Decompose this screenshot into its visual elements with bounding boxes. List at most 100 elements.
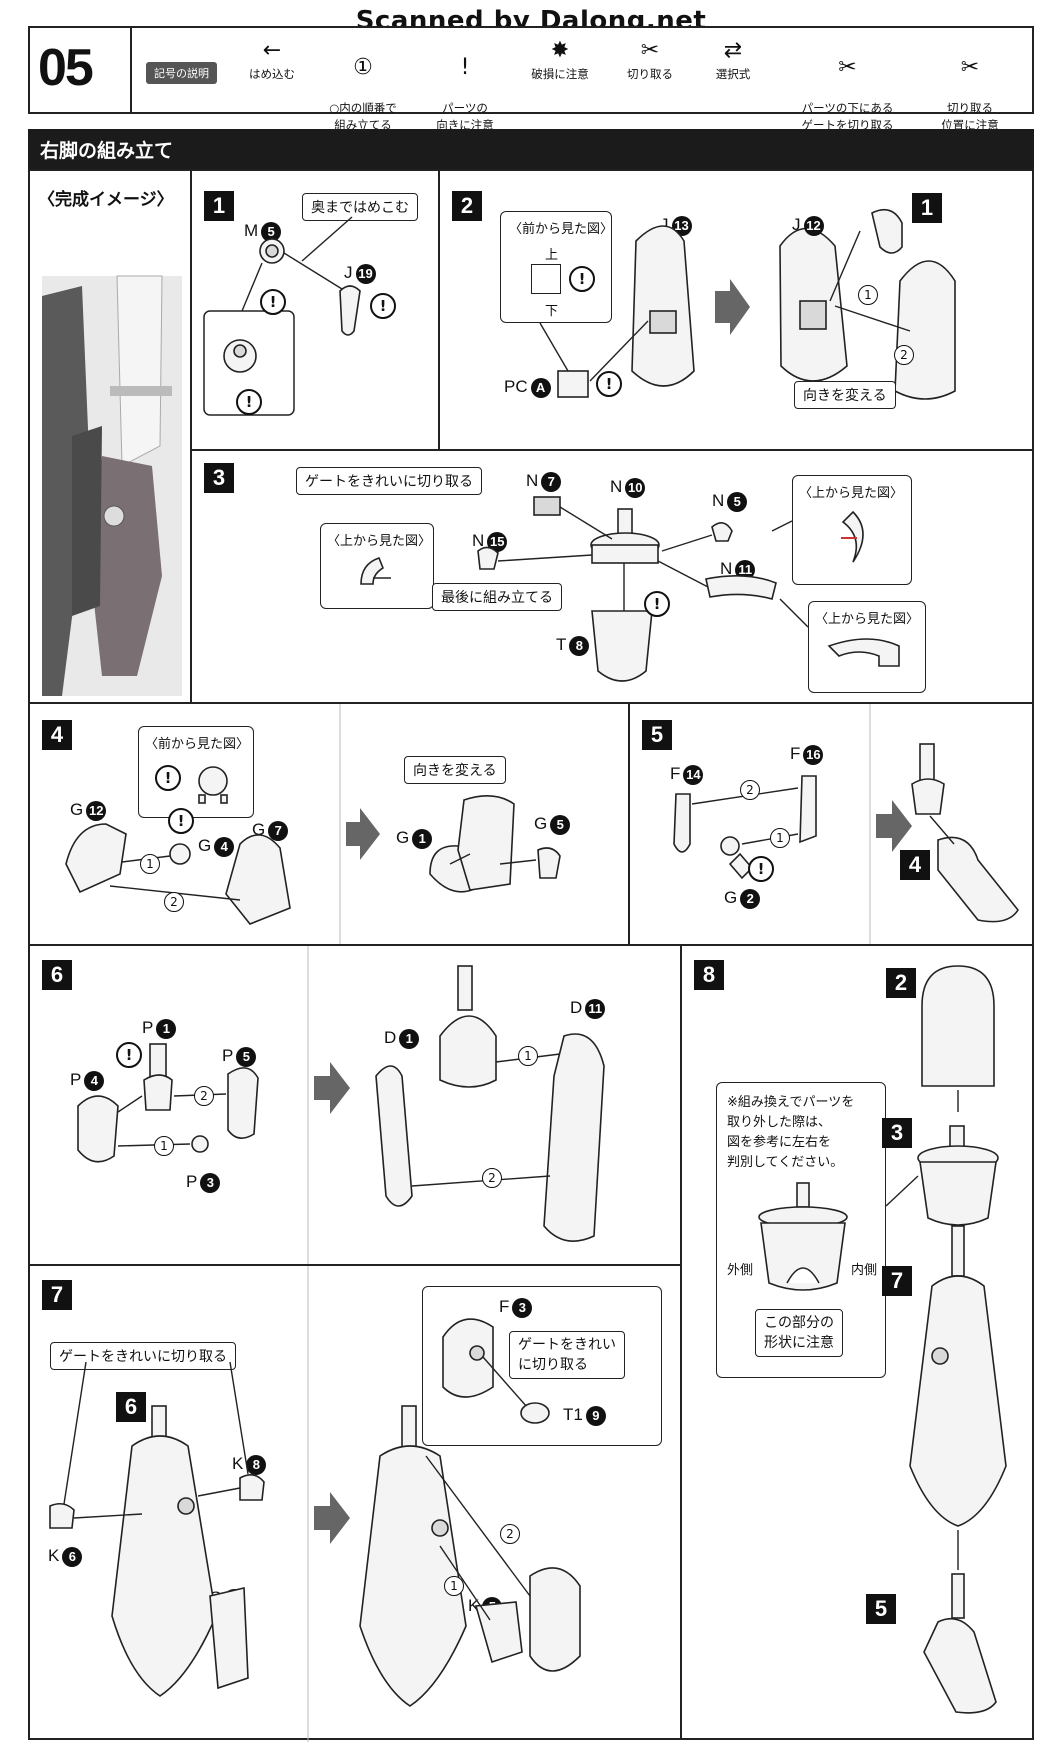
legend-item-select: ⇄ 選択式 [698, 36, 768, 83]
section-header: 右脚の組み立て [28, 129, 1034, 169]
order-marker: 1 [444, 1576, 464, 1596]
assemble-last-callout: 最後に組み立てる [432, 583, 562, 611]
step-number: 4 [42, 720, 72, 750]
legend-divider [130, 28, 132, 112]
front-view-box: 〈前から見た図〉 上 ! 下 [500, 211, 613, 323]
completed-image-panel: 〈完成イメージ〉 [28, 169, 192, 704]
order-marker: 2 [194, 1086, 214, 1106]
shape-caution-callout: この部分の 形状に注意 [755, 1309, 843, 1357]
step-number: 1 [204, 191, 234, 221]
gate-cut-callout: ゲートをきれい に切り取る [509, 1331, 625, 1379]
legend-item-insert: ← はめ込む [242, 36, 302, 83]
legend-item-orientation: ! パーツの 向きに注意 [425, 36, 505, 134]
legend-item-cut: ✂ 切り取る [615, 36, 685, 83]
insert-arrow-icon: ← [262, 38, 282, 63]
cut-position-icon: ✂ [960, 55, 980, 80]
gate-cut-callout: ゲートをきれいに切り取る [50, 1342, 236, 1370]
step-3-diagram [477, 496, 809, 682]
step-3-panel: 3 ゲートをきれいに切り取る 〈上から見た図〉 最後に組み立てる 〈上から見た図… [190, 449, 1034, 704]
step-7-panel: 7 ゲートをきれいに切り取る 6 K8 K6 S6 F3 ゲートをきれい に切り… [28, 1264, 682, 1742]
step-number: 7 [42, 1280, 72, 1310]
warning-icon: ! [370, 293, 396, 319]
reference-number: 7 [882, 1266, 912, 1296]
step-number: 6 [42, 960, 72, 990]
change-direction-callout: 向きを変える [404, 756, 506, 784]
order-marker: 2 [164, 892, 184, 912]
top-view-box: 〈上から見た図〉 [792, 475, 912, 585]
symbol-legend: 05 記号の説明 ← はめ込む ① ○内の順番で 組み立てる ! パーツの 向き… [28, 26, 1034, 132]
pc-part-front [531, 264, 561, 294]
completed-leg-photo [42, 275, 182, 696]
reference-number: 6 [116, 1392, 146, 1422]
order-marker: 2 [482, 1168, 502, 1188]
step-1-diagram [203, 216, 361, 416]
reference-number: 2 [886, 968, 916, 998]
order-marker: 2 [740, 780, 760, 800]
reference-number: 5 [866, 1594, 896, 1624]
warning-icon: ! [116, 1042, 142, 1068]
order-marker: 1 [858, 285, 878, 305]
section-title: 右脚の組み立て [40, 140, 174, 162]
warning-icon: ! [748, 856, 774, 882]
step-8-diagram [885, 965, 1007, 1714]
step-number: 2 [452, 191, 482, 221]
page-step-number: 05 [38, 39, 94, 97]
order-marker: 1 [140, 854, 160, 874]
gate-cut-callout: ゲートをきれいに切り取る [296, 467, 482, 495]
insert-fully-callout: 奥まではめこむ [302, 193, 418, 221]
warning-icon: ! [460, 55, 470, 80]
warning-icon: ! [168, 808, 194, 834]
front-view-box: 〈前から見た図〉 ! [138, 726, 254, 818]
warning-icon: ! [596, 371, 622, 397]
order-marker: 2 [500, 1524, 520, 1544]
order-marker: 1 [770, 828, 790, 848]
cut-icon: ✂ [640, 38, 660, 63]
top-view-box: 〈上から見た図〉 [320, 523, 434, 609]
step-2-diagram [539, 208, 956, 400]
step-number: 5 [642, 720, 672, 750]
order-marker: 1 [154, 1136, 174, 1156]
legend-item-cut-position: ✂ 切り取る 位置に注意 [925, 36, 1015, 134]
left-right-note-box: ※組み換えでパーツを 取り外した際は、 図を参考に左右を 判別してください。 外… [716, 1082, 886, 1378]
change-direction-callout: 向きを変える [794, 381, 896, 409]
step-8-panel: 8 ※組み換えでパーツを 取り外した際は、 図を参考に左右を 判別してください。… [680, 944, 1034, 1740]
left-right-note: ※組み換えでパーツを 取り外した際は、 図を参考に左右を 判別してください。 [727, 1095, 855, 1170]
warning-icon: ! [155, 765, 181, 791]
step-5-diagram [673, 704, 1019, 948]
step-6-diagram [77, 946, 605, 1268]
warning-icon: ! [569, 266, 595, 292]
sub-step-number: 1 [912, 193, 942, 223]
warning-icon: ! [260, 289, 286, 315]
warning-icon: ! [236, 389, 262, 415]
top-view-box: 〈上から見た図〉 [808, 601, 926, 693]
order-circle-icon: ① [353, 55, 373, 80]
legend-item-breakage: ✸ 破損に注意 [520, 36, 600, 83]
completed-image-label: 〈完成イメージ〉 [38, 190, 174, 210]
